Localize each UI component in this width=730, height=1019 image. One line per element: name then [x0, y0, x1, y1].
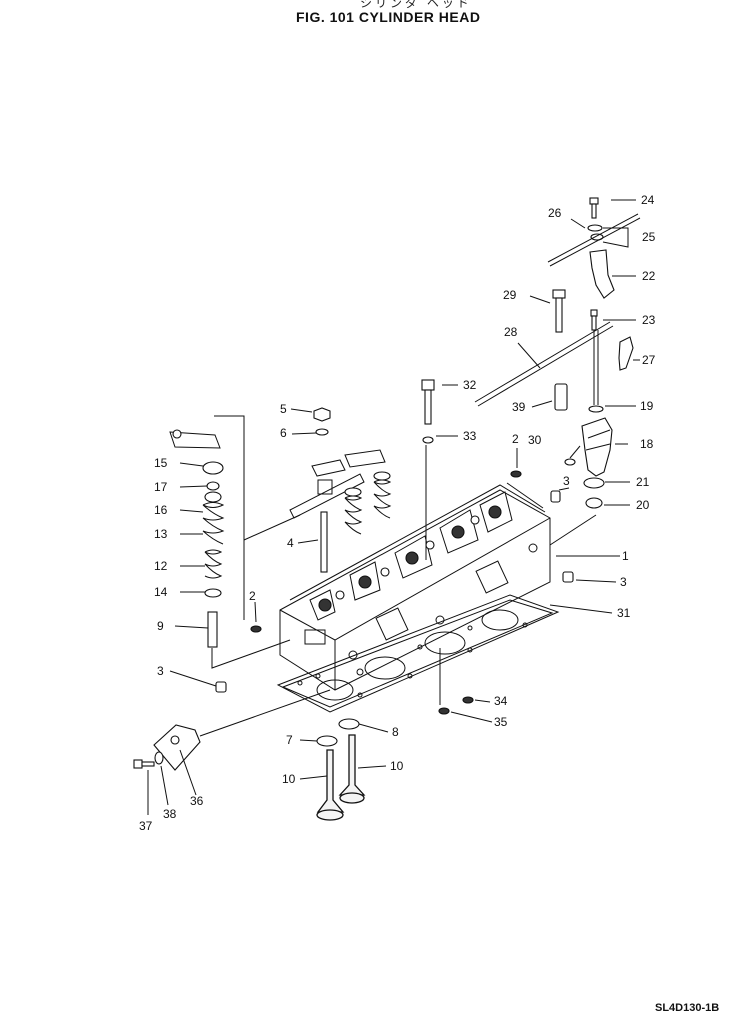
figure-title: FIG. 101 CYLINDER HEAD	[296, 9, 481, 25]
callout-18: 18	[640, 437, 654, 451]
callout-6: 6	[280, 426, 287, 440]
callout-22: 22	[642, 269, 656, 283]
callout-35: 35	[494, 715, 508, 729]
callout-23: 23	[642, 313, 656, 327]
callout-labels: 24 26 25 22 29 23 28 27 32 39 19 5 6 33 …	[139, 193, 656, 833]
callout-27: 27	[642, 353, 656, 367]
nut-washer	[313, 407, 331, 436]
callout-26: 26	[548, 206, 562, 220]
rocker-assembly	[169, 429, 386, 519]
callout-4: 4	[287, 536, 294, 550]
cylinder-head-block	[279, 484, 551, 691]
callout-8: 8	[392, 725, 399, 739]
callout-31: 31	[617, 606, 631, 620]
callout-25: 25	[642, 230, 656, 244]
stud	[320, 511, 328, 573]
callout-14: 14	[154, 585, 168, 599]
callout-33: 33	[463, 429, 477, 443]
callout-5: 5	[280, 402, 287, 416]
valves	[316, 734, 366, 821]
drawing-code: SL4D130-1B	[655, 1002, 720, 1014]
callout-17: 17	[154, 480, 168, 494]
valve-seals	[316, 718, 360, 747]
callout-10b: 10	[390, 759, 404, 773]
callout-21: 21	[636, 475, 650, 489]
callout-15: 15	[154, 456, 168, 470]
callout-19: 19	[640, 399, 654, 413]
callout-13: 13	[154, 527, 168, 541]
callout-2a: 2	[512, 432, 519, 446]
callout-34: 34	[494, 694, 508, 708]
callout-3a: 3	[563, 474, 570, 488]
head-gasket	[276, 594, 560, 713]
head-bolt	[421, 379, 435, 444]
injector-group	[474, 197, 641, 509]
callout-37: 37	[139, 819, 153, 833]
callout-3b: 3	[620, 575, 627, 589]
gasket-nuts	[438, 696, 474, 715]
leader-lines	[147, 199, 640, 815]
callout-36: 36	[190, 794, 204, 808]
callout-29: 29	[503, 288, 517, 302]
callout-30: 30	[528, 433, 542, 447]
callout-38: 38	[163, 807, 177, 821]
callout-2b: 2	[249, 589, 256, 603]
cover-plate	[133, 724, 201, 771]
title-japanese: シリンダ ヘッド	[360, 0, 472, 10]
callout-28: 28	[504, 325, 518, 339]
callout-7: 7	[286, 733, 293, 747]
callout-16: 16	[154, 503, 168, 517]
callout-24: 24	[641, 193, 655, 207]
callout-20: 20	[636, 498, 650, 512]
callout-3c: 3	[157, 664, 164, 678]
callout-1: 1	[622, 549, 629, 563]
callout-39: 39	[512, 400, 526, 414]
valve-springs-middle	[344, 471, 392, 535]
valve-spring-stack	[202, 461, 225, 648]
callout-9: 9	[157, 619, 164, 633]
callout-12: 12	[154, 559, 168, 573]
callout-10a: 10	[282, 772, 296, 786]
callout-32: 32	[463, 378, 477, 392]
plugs	[215, 470, 574, 693]
